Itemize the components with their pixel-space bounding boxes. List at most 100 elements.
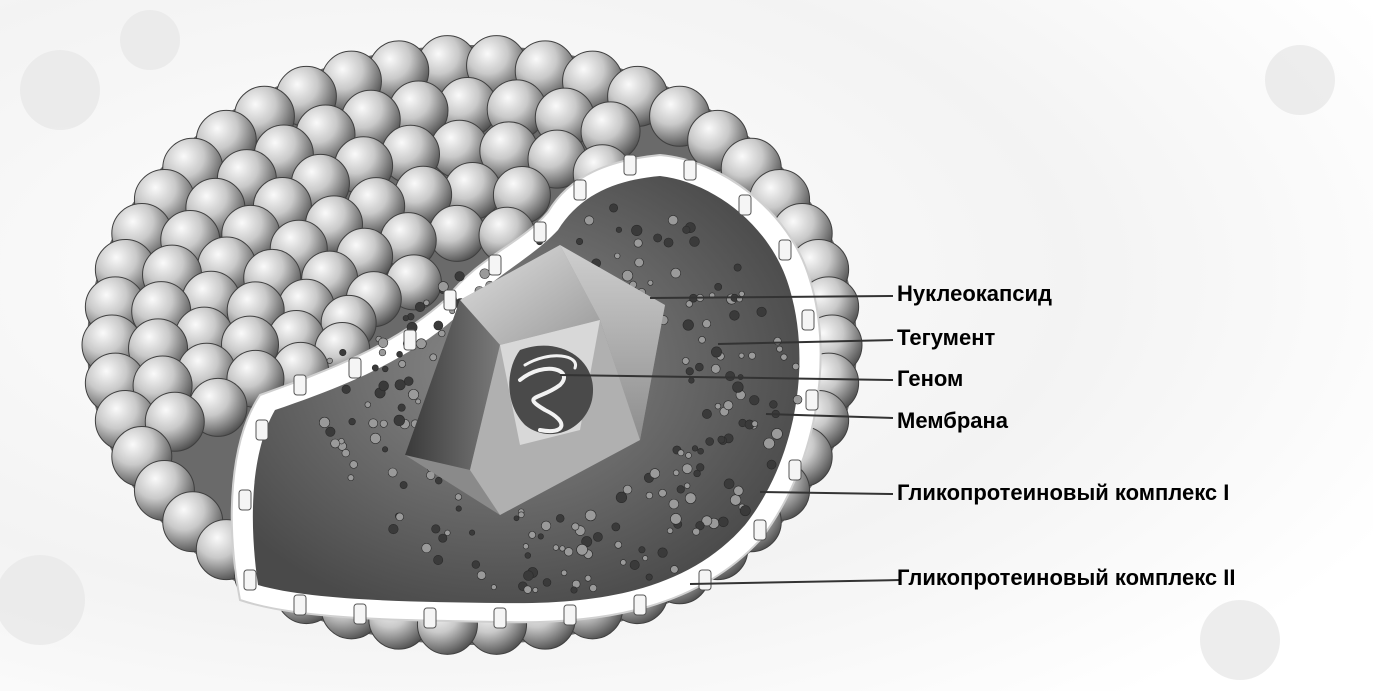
tegument-dot [342, 385, 350, 393]
tegument-dot [576, 238, 582, 244]
tegument-dot [434, 321, 443, 330]
membrane-protein [404, 330, 416, 350]
tegument-dot [469, 530, 474, 535]
membrane-protein [574, 180, 586, 200]
tegument-dot [669, 499, 679, 509]
tegument-dot [792, 363, 799, 370]
tegument-dot [585, 575, 591, 581]
tegument-dot [564, 548, 572, 556]
tegument-dot [703, 320, 711, 328]
tegument-dot [514, 516, 519, 521]
tegument-dot [650, 469, 660, 479]
tegument-dot [327, 358, 333, 364]
tegument-dot [630, 560, 639, 569]
tegument-dot [585, 510, 596, 521]
tegument-dot [571, 587, 577, 593]
tegument-dot [590, 584, 597, 591]
tegument-dot [523, 544, 528, 549]
label-genome: Геном [897, 366, 963, 392]
tegument-dot [395, 380, 405, 390]
tegument-dot [326, 427, 335, 436]
tegument-dot [734, 264, 741, 271]
tegument-dot [725, 371, 734, 380]
tegument-dot [615, 541, 622, 548]
tegument-dot [585, 216, 594, 225]
tegument-dot [616, 492, 627, 503]
tegument-dot [695, 363, 703, 371]
tegument-dot [349, 418, 356, 425]
tegument-dot [730, 495, 741, 506]
tegument-dot [399, 360, 406, 367]
tegument-dot [533, 587, 538, 592]
tegument-dot [730, 311, 740, 321]
tegument-dot [646, 492, 653, 499]
tegument-dot [609, 204, 617, 212]
tegument-dot [682, 357, 689, 364]
tegument-dot [724, 401, 733, 410]
tegument-dot [553, 545, 559, 551]
tegument-dot [538, 534, 543, 539]
tegument-dot [424, 300, 430, 306]
tegument-dot [678, 450, 684, 456]
tegument-dot [673, 470, 679, 476]
tegument-dot [718, 436, 725, 443]
membrane-protein [684, 160, 696, 180]
tegument-dot [670, 513, 681, 524]
tegument-dot [615, 253, 621, 259]
tegument-dot [740, 506, 750, 516]
tegument-dot [706, 437, 714, 445]
spike-ball [429, 205, 485, 261]
tegument-dot [711, 364, 720, 373]
tegument-dot [699, 336, 706, 343]
tegument-dot [380, 420, 387, 427]
tegument-dot [752, 421, 758, 427]
tegument-dot [692, 446, 698, 452]
tegument-dot [472, 561, 480, 569]
membrane-protein [294, 595, 306, 615]
tegument-dot [556, 514, 564, 522]
membrane-protein [239, 490, 251, 510]
tegument-dot [764, 438, 775, 449]
tegument-dot [480, 269, 490, 279]
tegument-dot [439, 534, 447, 542]
tegument-dot [793, 395, 802, 404]
membrane-protein [634, 595, 646, 615]
membrane-protein [244, 570, 256, 590]
tegument-dot [646, 574, 652, 580]
tegument-dot [664, 238, 673, 247]
membrane-protein [564, 605, 576, 625]
tegument-dot [389, 524, 399, 534]
tegument-dot [683, 320, 694, 331]
membrane-protein [802, 310, 814, 330]
tegument-dot [438, 330, 445, 337]
tegument-dot [685, 493, 696, 504]
tegument-dot [543, 579, 551, 587]
tegument-dot [690, 237, 700, 247]
membrane-protein [789, 460, 801, 480]
tegument-dot [396, 513, 404, 521]
tegument-dot [659, 489, 667, 497]
tegument-dot [400, 481, 407, 488]
membrane-protein [806, 390, 818, 410]
tegument-dot [365, 402, 371, 408]
label-nucleocapsid: Нуклеокапсид [897, 281, 1052, 307]
tegument-dot [577, 544, 588, 555]
tegument-dot [379, 381, 389, 391]
tegument-dot [561, 570, 567, 576]
membrane-protein [424, 608, 436, 628]
tegument-dot [643, 556, 648, 561]
tegument-dot [491, 585, 496, 590]
tegument-dot [348, 475, 354, 481]
tegument-dot [702, 409, 711, 418]
tegument-dot [404, 377, 413, 386]
tegument-dot [767, 460, 776, 469]
tegument-dot [658, 548, 668, 558]
label-tegument: Тегумент [897, 325, 995, 351]
tegument-dot [686, 301, 692, 307]
tegument-dot [435, 477, 442, 484]
membrane-protein [354, 604, 366, 624]
tegument-dot [689, 378, 695, 384]
tegument-dot [416, 339, 426, 349]
tegument-dot [319, 417, 329, 427]
tegument-dot [711, 347, 721, 357]
